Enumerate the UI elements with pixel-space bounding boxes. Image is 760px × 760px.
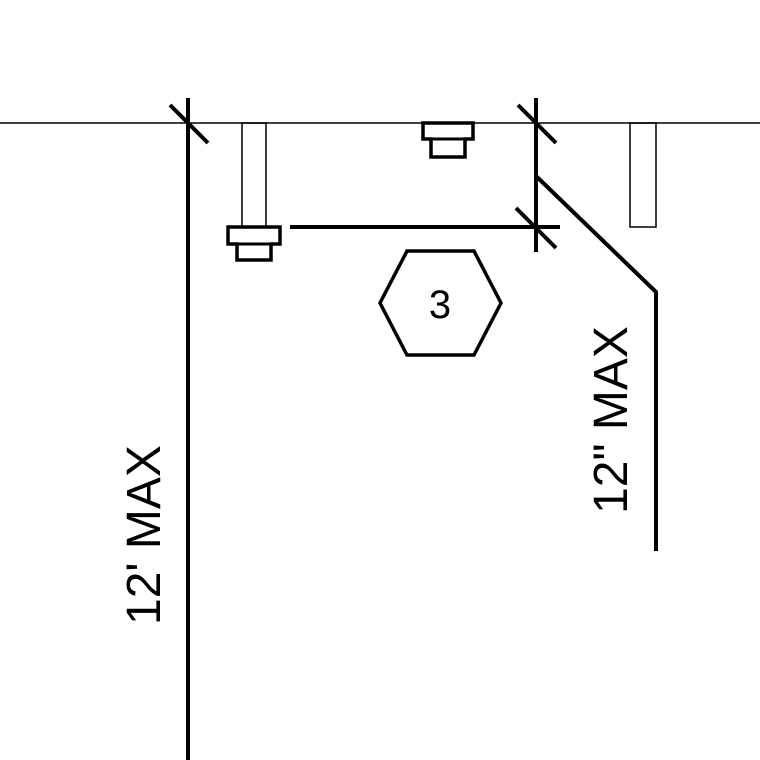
dimension-tick-left xyxy=(168,103,210,145)
hanger-clamp-left xyxy=(226,225,282,262)
hanger-rod-right xyxy=(629,122,657,228)
vertical-max-label: 12' MAX xyxy=(118,445,171,625)
dimension-tick-mid-right xyxy=(514,206,558,250)
hanger-rod-left xyxy=(241,122,267,228)
diagonal-max-label: 12" MAX xyxy=(585,326,638,514)
hanger-clamp-top xyxy=(421,121,475,159)
dimension-tick-top-right xyxy=(516,103,558,145)
tag-number: 3 xyxy=(429,283,451,327)
offset-run-line xyxy=(534,174,658,551)
detail-tag-hexagon: 3 xyxy=(378,249,503,357)
